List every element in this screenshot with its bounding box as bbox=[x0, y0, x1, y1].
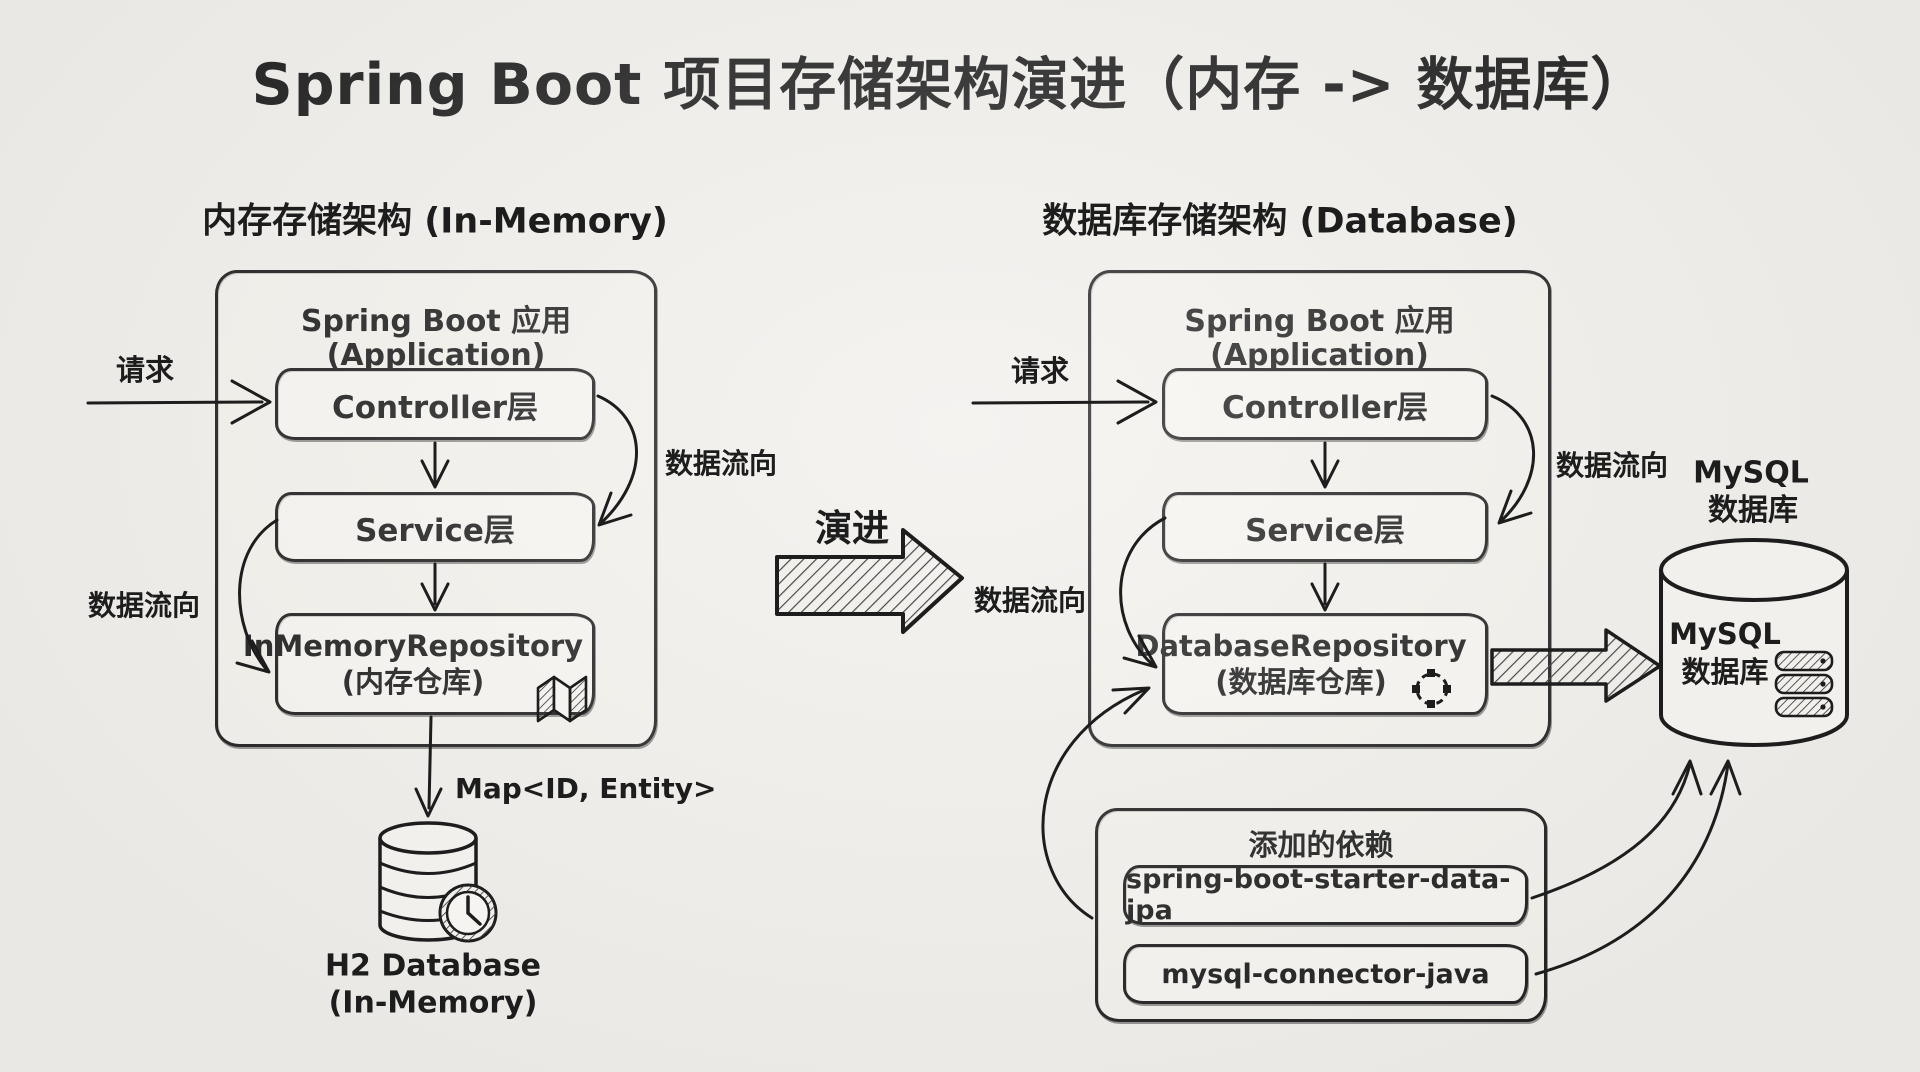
left-data-flow-right-label: 数据流向 bbox=[665, 447, 778, 480]
dependency-arrow-jpa bbox=[1530, 759, 1703, 900]
left-app-title-line1: Spring Boot 应用 bbox=[300, 304, 572, 339]
dependency-connector-label: mysql-connector-java bbox=[1161, 958, 1490, 990]
left-data-flow-left-label: 数据流向 bbox=[87, 589, 201, 622]
right-service-box: Service层 bbox=[1162, 492, 1488, 562]
clock-icon bbox=[438, 883, 498, 943]
right-request-label: 请求 bbox=[1010, 354, 1070, 388]
mysql-title-line2: 数据库 bbox=[1708, 493, 1798, 528]
left-repo-line2: (内存仓库) bbox=[341, 665, 485, 699]
h2-database-label-line1: H2 Database bbox=[324, 948, 542, 984]
database-stack-icon bbox=[1774, 650, 1834, 718]
left-service-box: Service层 bbox=[275, 492, 595, 562]
right-data-flow-right-label: 数据流向 bbox=[1556, 449, 1669, 482]
dependency-jpa-label: spring-boot-starter-data-jpa bbox=[1126, 864, 1511, 926]
right-controller-label: Controller层 bbox=[1221, 389, 1429, 426]
left-app-title-line2: (Application) bbox=[326, 338, 546, 373]
dependency-item-mysql-connector: mysql-connector-java bbox=[1123, 944, 1528, 1004]
right-app-title-line1: Spring Boot 应用 bbox=[1184, 304, 1455, 339]
right-app-title-line2: (Application) bbox=[1210, 338, 1429, 373]
h2-database-label-line2: (In-Memory) bbox=[328, 985, 538, 1021]
right-data-flow-left-label: 数据流向 bbox=[973, 584, 1087, 617]
evolution-label: 演进 bbox=[815, 507, 889, 550]
right-repository-label: DatabaseRepository (数据库仓库) bbox=[1135, 628, 1466, 700]
map-entity-label: Map<ID, Entity> bbox=[455, 772, 717, 805]
left-service-label: Service层 bbox=[355, 512, 515, 549]
right-application-title: Spring Boot 应用 (Application) bbox=[1184, 305, 1454, 373]
left-controller-label: Controller层 bbox=[331, 389, 539, 426]
page-title: Spring Boot 项目存储架构演进（内存 -> 数据库） bbox=[251, 52, 1649, 118]
mysql-title-line1: MySQL bbox=[1693, 455, 1809, 491]
dependency-arrow-connector bbox=[1534, 759, 1742, 976]
left-application-title: Spring Boot 应用 (Application) bbox=[301, 305, 571, 373]
left-request-label: 请求 bbox=[115, 353, 175, 387]
left-section-heading: 内存存储架构 (In-Memory) bbox=[202, 201, 668, 242]
right-repository-box: DatabaseRepository (数据库仓库) bbox=[1135, 613, 1488, 715]
left-controller-box: Controller层 bbox=[275, 368, 595, 440]
mysql-body-line2: 数据库 bbox=[1681, 655, 1769, 689]
right-service-label: Service层 bbox=[1245, 512, 1405, 549]
mysql-body-line1: MySQL bbox=[1669, 617, 1781, 651]
left-repo-line1: InMemoryRepository bbox=[242, 629, 584, 663]
left-repository-label: InMemoryRepository (内存仓库) bbox=[243, 628, 583, 700]
right-repo-line2: (数据库仓库) bbox=[1215, 665, 1387, 699]
dependencies-box: 添加的依赖 spring-boot-starter-data-jpa mysql… bbox=[1095, 808, 1547, 1022]
right-section-heading: 数据库存储架构 (Database) bbox=[1042, 201, 1518, 242]
right-controller-box: Controller层 bbox=[1162, 368, 1488, 440]
dependency-item-jpa: spring-boot-starter-data-jpa bbox=[1123, 864, 1528, 926]
dependencies-heading: 添加的依赖 bbox=[1248, 828, 1394, 862]
right-repo-line1: DatabaseRepository bbox=[1135, 629, 1467, 663]
h2-database-icon bbox=[378, 821, 478, 942]
left-repository-box: InMemoryRepository (内存仓库) bbox=[243, 613, 595, 715]
